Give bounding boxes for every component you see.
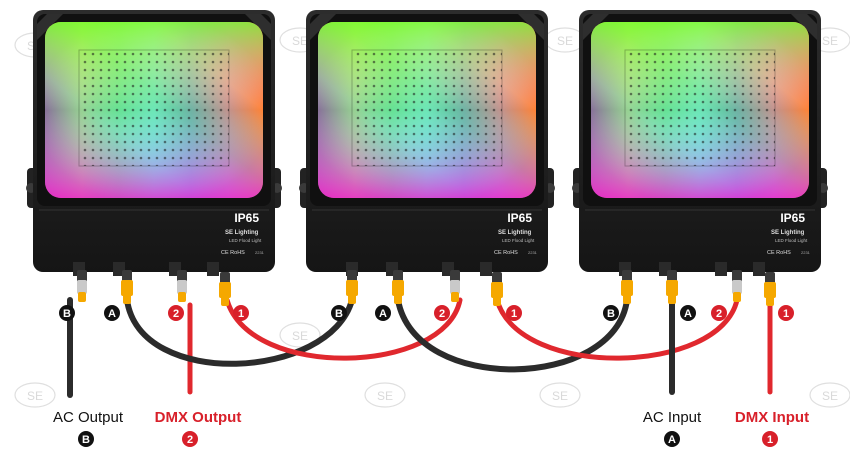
badge-2-2-text: 2 xyxy=(439,308,445,320)
svg-text:SE: SE xyxy=(552,389,568,403)
badge-a-1: A xyxy=(104,305,120,321)
svg-text:SE: SE xyxy=(292,329,308,343)
dmx-out-connector-2 xyxy=(450,270,460,302)
flood-light-3: IP65 SE Lighting LED Flood Light CE RoHS… xyxy=(571,9,829,277)
badge-b-2: B xyxy=(331,305,347,321)
ac-in-connector-1 xyxy=(121,270,133,304)
dmx-in-connector-2 xyxy=(491,272,503,306)
brand-label: SE Lighting xyxy=(225,230,259,236)
watermark-logo-8: SE xyxy=(539,382,581,408)
ac-in-connector-3 xyxy=(666,270,678,304)
dmx-output-badge xyxy=(182,431,198,447)
badge-2-1-text: 2 xyxy=(173,308,179,320)
ac-output-badge-text: B xyxy=(82,434,90,446)
ac-input-badge xyxy=(664,431,680,447)
badge-1-1: 1 xyxy=(233,305,249,321)
flood-light-1: IP65 SE Lighting LED Flood Light CE RoHS… xyxy=(25,9,283,277)
watermark-logo-7: SE xyxy=(364,382,406,408)
marks-label: CE RoHS xyxy=(494,250,518,256)
ac-input-badge-text: A xyxy=(668,434,676,446)
badge-a-2: A xyxy=(375,305,391,321)
brand-label: SE Lighting xyxy=(498,230,532,236)
badge-b-1-text: B xyxy=(63,308,71,320)
svg-text:SE: SE xyxy=(822,389,838,403)
ac-output-label: AC Output xyxy=(53,409,124,426)
ac-link-cable-1 xyxy=(124,297,355,367)
year-label: 2231 xyxy=(528,250,538,255)
badge-a-3-text: A xyxy=(684,308,692,320)
model-label: LED Flood Light xyxy=(229,238,262,243)
badge-a-1-text: A xyxy=(108,308,116,320)
flood-light-2: IP65 SE Lighting LED Flood Light CE RoHS… xyxy=(298,9,556,277)
ac-out-connector-1 xyxy=(77,270,87,302)
dmx-input-badge xyxy=(762,431,778,447)
dmx-output-label: DMX Output xyxy=(155,409,242,426)
badge-a-2-text: A xyxy=(379,308,387,320)
ac-in-connector-2 xyxy=(392,270,404,304)
connector-layer xyxy=(77,270,776,306)
cable-layer xyxy=(67,297,773,398)
connector-badges: B A 2 1 B A 2 1 B A 2 1 xyxy=(59,305,794,321)
badge-2-2: 2 xyxy=(434,305,450,321)
brand-label: SE Lighting xyxy=(771,230,805,236)
ac-input-label: AC Input xyxy=(643,409,702,426)
watermark-logo-5: SE xyxy=(14,382,56,408)
dmx-out-connector-1 xyxy=(177,270,187,302)
svg-text:SE: SE xyxy=(27,389,43,403)
badge-1-2: 1 xyxy=(506,305,522,321)
badge-a-3: A xyxy=(680,305,696,321)
badge-1-2-text: 1 xyxy=(511,308,517,320)
watermark-layer: SE SE SE SE SE SE SE SE SE xyxy=(14,27,850,408)
ip-rating: IP65 xyxy=(780,211,805,225)
dmx-link-cable-1 xyxy=(224,297,463,361)
marks-label: CE RoHS xyxy=(767,250,791,256)
badge-2-1: 2 xyxy=(168,305,184,321)
svg-text:SE: SE xyxy=(822,34,838,48)
badge-b-3: B xyxy=(603,305,619,321)
badge-b-3-text: B xyxy=(607,308,615,320)
dmx-link-cable-2 xyxy=(494,297,740,361)
badge-1-3: 1 xyxy=(778,305,794,321)
watermark-logo-9: SE xyxy=(809,382,850,408)
ac-out-connector-2 xyxy=(346,270,358,304)
svg-text:SE: SE xyxy=(557,34,573,48)
model-label: LED Flood Light xyxy=(502,238,535,243)
ac-link-cable-2 xyxy=(395,297,630,373)
ac-out-connector-3 xyxy=(621,270,633,304)
year-label: 2231 xyxy=(801,250,811,255)
watermark-logo-6: SE xyxy=(279,322,321,348)
marks-label: CE RoHS xyxy=(221,250,245,256)
badge-b-1: B xyxy=(59,305,75,321)
badge-1-3-text: 1 xyxy=(783,308,789,320)
year-label: 2231 xyxy=(255,250,265,255)
bottom-labels: AC Output B DMX Output 2 AC Input A DMX … xyxy=(53,409,809,447)
ip-rating: IP65 xyxy=(507,211,532,225)
dmx-out-connector-3 xyxy=(732,270,742,302)
dmx-in-connector-3 xyxy=(764,272,776,306)
dmx-input-badge-text: 1 xyxy=(767,434,773,446)
badge-2-3-text: 2 xyxy=(716,308,722,320)
svg-text:SE: SE xyxy=(292,34,308,48)
svg-text:SE: SE xyxy=(377,389,393,403)
badge-b-2-text: B xyxy=(335,308,343,320)
dmx-input-label: DMX Input xyxy=(735,409,809,426)
dmx-output-badge-text: 2 xyxy=(187,434,193,446)
model-label: LED Flood Light xyxy=(775,238,808,243)
ac-output-badge xyxy=(78,431,94,447)
badge-2-3: 2 xyxy=(711,305,727,321)
badge-1-1-text: 1 xyxy=(238,308,244,320)
ip-rating: IP65 xyxy=(234,211,259,225)
